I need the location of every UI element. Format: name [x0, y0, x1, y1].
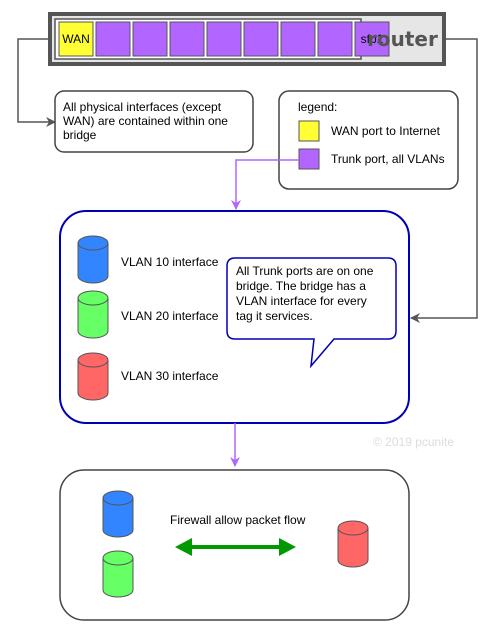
bridge: VLAN 10 interface VLAN 20 interface VLAN… — [59, 210, 410, 424]
callout-line-2: bridge. The bridge has a — [236, 279, 366, 293]
router-port-label: sfp1 — [361, 32, 384, 46]
router-port-label: WAN — [62, 32, 90, 46]
router-port-3 — [169, 21, 205, 57]
note-line-3: bridge — [63, 128, 97, 142]
connector-router-to-note — [17, 38, 56, 127]
legend-trunk-swatch — [298, 148, 320, 170]
router-ports: WAN sfp1 — [58, 21, 390, 57]
legend: legend: WAN port to Internet Trunk port,… — [278, 90, 459, 190]
legend-wan-swatch — [298, 120, 320, 142]
router-port-1 — [95, 21, 131, 57]
connector-legend-to-bridge — [231, 159, 299, 210]
firewall: Firewall allow packet flow — [59, 469, 410, 621]
firewall-green-cylinder — [102, 550, 134, 598]
note-physical-interfaces: All physical interfaces (except WAN) are… — [54, 90, 254, 153]
vlan-10-cylinder — [77, 235, 109, 284]
vlan-20-cylinder — [77, 290, 109, 339]
router-title: router — [367, 27, 438, 51]
vlan-30-label: VLAN 30 interface — [121, 369, 219, 383]
legend-box — [278, 90, 459, 190]
legend-wan-label: WAN port to Internet — [331, 124, 441, 138]
note-line-1: All physical interfaces (except — [63, 100, 222, 114]
firewall-label: Firewall allow packet flow — [170, 513, 306, 527]
watermark: © 2019 pcunite — [373, 435, 454, 449]
router-port-6 — [280, 21, 316, 57]
note-line-2: WAN) are contained within one — [63, 114, 228, 128]
legend-trunk-label: Trunk port, all VLANs — [331, 152, 445, 166]
router-port-2 — [132, 21, 168, 57]
callout-line-4: tag it services. — [236, 309, 313, 323]
vlan-20-label: VLAN 20 interface — [121, 309, 219, 323]
router-port-4 — [206, 21, 242, 57]
vlan-10-label: VLAN 10 interface — [121, 255, 219, 269]
connector-router-to-bridge — [410, 38, 478, 323]
firewall-blue-cylinder — [102, 490, 134, 538]
router-port-wan — [58, 21, 94, 57]
callout-bubble — [226, 257, 397, 369]
callout-line-3: VLAN interface for every — [236, 294, 367, 308]
note-box — [54, 90, 254, 153]
callout-line-1: All Trunk ports are on one — [236, 264, 374, 278]
router-port-5 — [243, 21, 279, 57]
bidirectional-arrow — [175, 538, 296, 556]
legend-title: legend: — [298, 100, 337, 114]
firewall-red-cylinder — [337, 520, 369, 568]
router-port-7 — [317, 21, 353, 57]
vlan-30-cylinder — [77, 352, 109, 401]
router: WAN sfp1 router — [48, 12, 446, 66]
router-port-sfp1 — [354, 21, 390, 57]
